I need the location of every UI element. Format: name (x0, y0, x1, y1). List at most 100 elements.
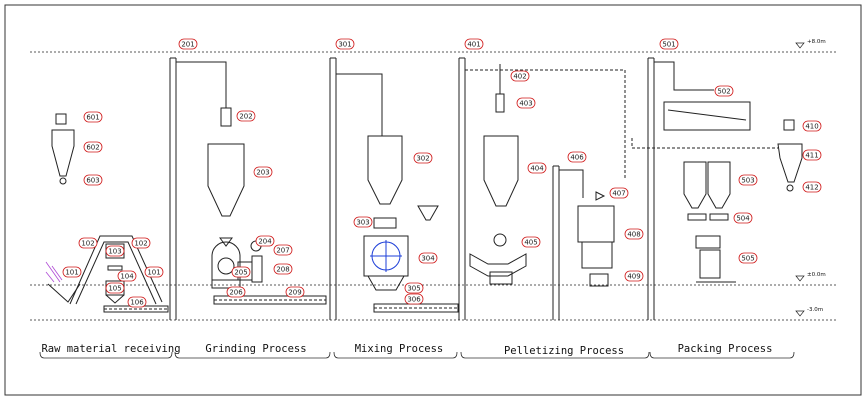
tag-label: 208 (276, 266, 289, 274)
tag-405: 405 (521, 236, 541, 248)
tag-bubble (117, 270, 137, 282)
packing-feed-line (654, 61, 714, 91)
pelletizing-equipment (465, 64, 626, 287)
tag-410: 410 (802, 120, 822, 132)
section-packing: Packing Process (678, 343, 773, 355)
magnet-104 (107, 265, 123, 271)
tag-bubble (255, 235, 275, 247)
bracket-grinding (174, 351, 331, 359)
tag-label: 601 (86, 114, 99, 122)
tag-504: 504 (733, 212, 753, 224)
tag-label: 402 (513, 73, 526, 81)
hopper-206 (211, 279, 241, 289)
tag-label: 409 (627, 273, 640, 281)
elevator-401 (458, 57, 466, 320)
bin-404 (483, 135, 519, 207)
feed-chute (45, 261, 63, 283)
scale-504b (709, 213, 729, 221)
tag-label: 411 (805, 152, 818, 160)
elevator-406 (552, 165, 560, 320)
tag-bubble (105, 282, 125, 294)
screener-hopper (105, 294, 125, 304)
tag-103: 103 (105, 245, 125, 257)
section-pelletizing: Pelletizing Process (504, 345, 624, 357)
tag-label: 203 (256, 169, 269, 177)
tag-bubble (624, 228, 644, 240)
tag-label: 104 (120, 273, 134, 281)
tag-label: 209 (288, 289, 301, 297)
tag-label: 405 (524, 239, 537, 247)
tag-104: 104 (117, 270, 137, 282)
tag-label: 401 (467, 41, 480, 49)
bin-203 (207, 143, 245, 217)
bracket-mixing (333, 351, 458, 359)
tag-label: 102 (81, 240, 94, 248)
cooler-408 (577, 205, 615, 243)
tag-label: 101 (65, 269, 78, 277)
sifter-502 (663, 101, 751, 131)
tag-503: 503 (738, 174, 758, 186)
tag-label: 303 (356, 219, 369, 227)
feeder-303 (373, 217, 397, 229)
tag-bubble (516, 97, 536, 109)
tag-408: 408 (624, 228, 644, 240)
tag-101: 101 (62, 266, 82, 278)
tag-bubble (659, 38, 679, 50)
tag-602: 602 (83, 141, 103, 153)
tag-label: 412 (805, 184, 818, 192)
tag-bubble (624, 270, 644, 282)
tag-bubble (404, 282, 424, 294)
tag-305: 305 (404, 282, 424, 294)
tag-bubble (253, 166, 273, 178)
elevator-501 (647, 57, 655, 320)
tag-label: 207 (276, 247, 289, 255)
tag-bubble (62, 266, 82, 278)
tag-206: 206 (226, 286, 246, 298)
tag-bubble (802, 181, 822, 193)
tag-bubble (527, 162, 547, 174)
tag-label: 503 (741, 177, 754, 185)
dust-filter-208 (251, 255, 263, 283)
tag-label: 204 (258, 238, 272, 246)
tag-bubble (521, 236, 541, 248)
tag-label: 404 (530, 165, 544, 173)
tag-bubble (231, 266, 251, 278)
bracket-raw (39, 351, 173, 359)
packer-505 (699, 249, 721, 279)
tag-bubble (353, 216, 373, 228)
magnet-403 (495, 93, 505, 113)
tag-402: 402 (510, 70, 530, 82)
tag-105: 105 (105, 282, 125, 294)
tag-bubble (273, 263, 293, 275)
tag-label: 202 (239, 113, 252, 121)
tag-502: 502 (714, 85, 734, 97)
tag-bubble (236, 110, 256, 122)
grinding-feed-line (176, 61, 227, 108)
crumbler-409 (589, 273, 609, 287)
tag-label: 403 (519, 100, 532, 108)
raw-material-equipment (45, 113, 169, 313)
section-mixing: Mixing Process (355, 343, 444, 355)
tag-label: 501 (662, 41, 675, 49)
tag-302: 302 (413, 152, 433, 164)
bagger-hopper (695, 235, 721, 249)
bin-302 (367, 135, 403, 205)
tag-201: 201 (178, 38, 198, 50)
bin-503a (683, 161, 707, 209)
bin-503b (707, 161, 731, 209)
level-marker-top (795, 42, 805, 49)
pellet-dashed-line (465, 69, 626, 178)
cyclone-602 (51, 129, 75, 177)
tag-bubble (404, 293, 424, 305)
tag-306: 306 (404, 293, 424, 305)
tag-label: 602 (86, 144, 99, 152)
tag-601: 601 (83, 111, 103, 123)
tag-403: 403 (516, 97, 536, 109)
level-marker-ground (795, 275, 805, 282)
tag-202: 202 (236, 110, 256, 122)
tag-label: 201 (181, 41, 194, 49)
buffer-305 (367, 275, 405, 291)
tag-505: 505 (738, 252, 758, 264)
tag-404: 404 (527, 162, 547, 174)
